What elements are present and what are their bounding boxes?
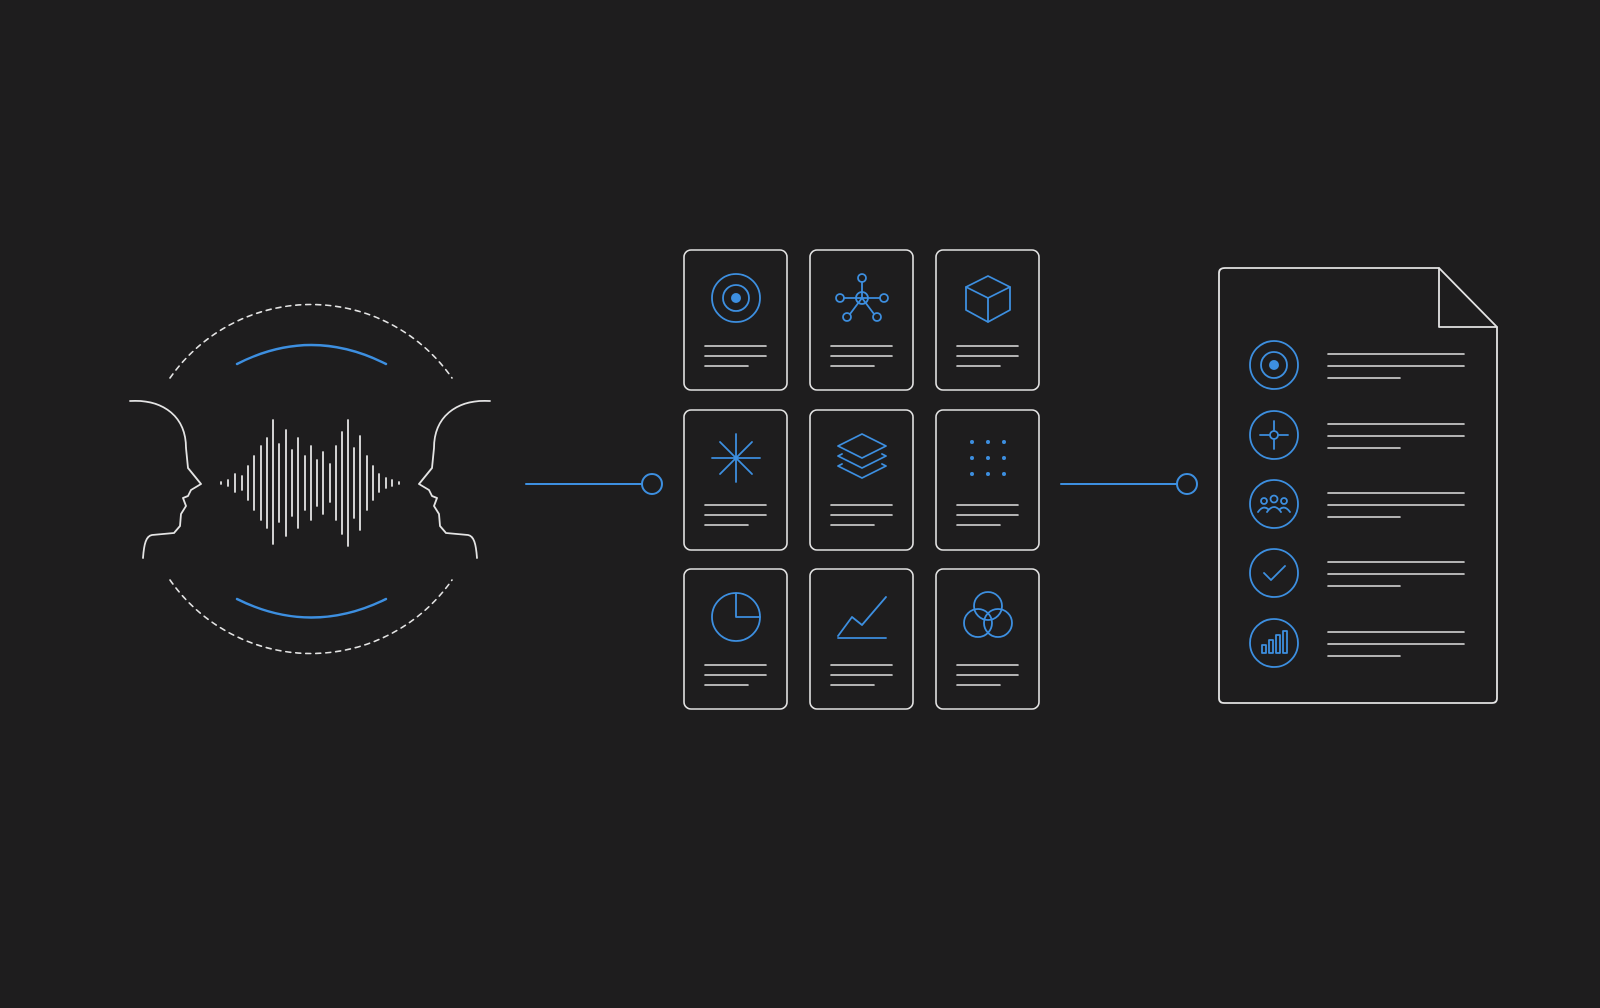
cube-icon (965, 275, 1011, 323)
layers-icon (837, 433, 887, 479)
blue-arc-top (235, 343, 388, 366)
dashed-orbit-top (169, 303, 453, 379)
document-fold (1438, 267, 1498, 328)
venn-circles-icon (963, 591, 1013, 638)
report-document (1218, 267, 1498, 704)
topic-card (809, 249, 914, 391)
blue-arc-bottom (235, 597, 388, 619)
topic-card (683, 568, 788, 710)
card-text-lines (704, 345, 1019, 686)
sound-wave-icon (220, 419, 400, 547)
bar-chart-icon (1249, 618, 1299, 668)
topic-card-grid (683, 249, 1040, 710)
left-head-profile-icon (129, 400, 202, 559)
document-text-lines (1327, 353, 1465, 657)
topic-card (935, 568, 1040, 710)
topic-card (809, 409, 914, 551)
topic-card (683, 409, 788, 551)
trend-line-icon (837, 596, 887, 639)
conversation-group (129, 303, 491, 655)
target-icon (711, 273, 761, 323)
network-icon (835, 273, 889, 322)
dot-grid-icon (970, 440, 1006, 476)
topic-card (935, 409, 1040, 551)
checkmark-icon (1249, 548, 1299, 598)
topic-card (809, 568, 914, 710)
document-outline (1218, 267, 1498, 704)
right-head-profile-icon (418, 400, 491, 559)
connector-node-right (1176, 473, 1198, 495)
sparkle-icon (711, 433, 761, 483)
topic-card (935, 249, 1040, 391)
dashed-orbit-bottom (169, 579, 453, 655)
connector-right (1060, 473, 1198, 495)
connector-left (525, 473, 663, 495)
crosshair-icon (1249, 410, 1299, 460)
pie-chart-icon (711, 592, 761, 642)
team-icon (1249, 479, 1299, 529)
topic-card (683, 249, 788, 391)
target-icon (1249, 340, 1299, 390)
connector-node-left (641, 473, 663, 495)
